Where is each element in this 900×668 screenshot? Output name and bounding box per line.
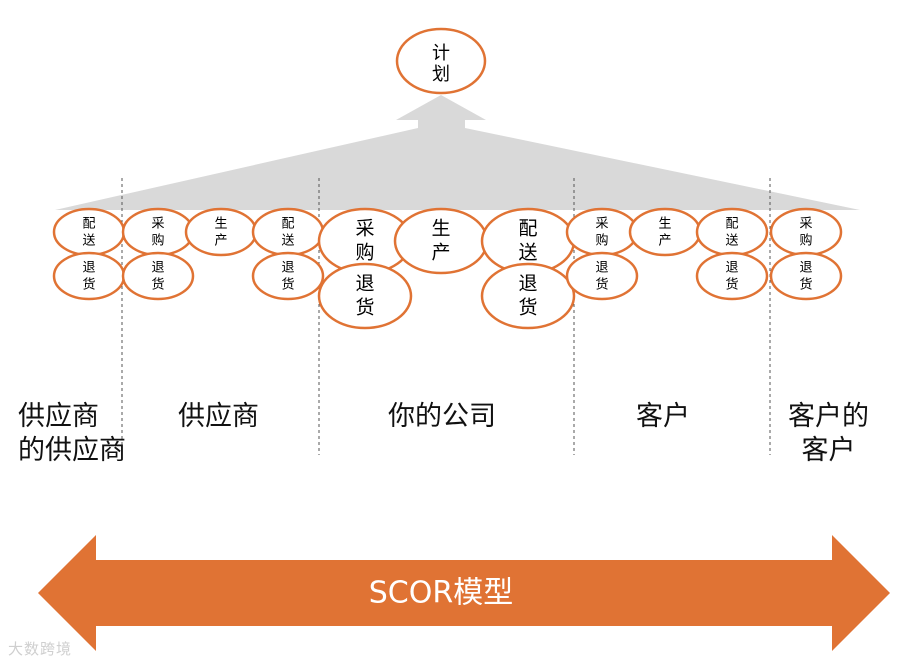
- svg-text:退: 退: [151, 261, 164, 276]
- svg-text:产: 产: [214, 234, 227, 249]
- svg-text:生: 生: [431, 218, 450, 240]
- svg-text:货: 货: [281, 277, 294, 293]
- zone-supplier-of-supplier: 供应商 的供应商: [18, 400, 126, 468]
- svg-text:配: 配: [518, 218, 537, 240]
- svg-text:退: 退: [281, 261, 294, 276]
- svg-text:送: 送: [518, 242, 537, 264]
- svg-text:购: 购: [595, 233, 608, 249]
- svg-text:生: 生: [658, 217, 671, 232]
- plan-char-2: 划: [432, 64, 450, 85]
- node-return: 退 货: [52, 251, 126, 301]
- svg-text:送: 送: [82, 234, 95, 249]
- node-source: 采 购: [565, 207, 639, 257]
- plan-char-1: 计: [432, 43, 450, 64]
- svg-text:货: 货: [355, 297, 374, 319]
- zone-customer: 客户: [636, 401, 690, 432]
- svg-text:采: 采: [595, 217, 608, 232]
- node-return: 退 货: [695, 251, 769, 301]
- svg-text:采: 采: [151, 217, 164, 232]
- zone-line: 客户: [801, 435, 856, 466]
- node-return: 退 货: [317, 262, 413, 330]
- node-return: 退 货: [480, 262, 576, 330]
- svg-text:配: 配: [281, 217, 294, 232]
- zone-line: 的供应商: [18, 435, 126, 466]
- node-return: 退 货: [565, 251, 639, 301]
- svg-text:送: 送: [725, 234, 738, 249]
- svg-text:货: 货: [151, 277, 164, 293]
- svg-text:退: 退: [725, 261, 738, 276]
- node-source: 采 购: [769, 207, 843, 257]
- watermark: 大数跨境: [8, 640, 73, 658]
- node-return: 退 货: [769, 251, 843, 301]
- node-make: 生 产: [184, 207, 258, 257]
- node-make: 生 产: [628, 207, 702, 257]
- svg-text:退: 退: [518, 273, 537, 295]
- plan-node: 计 划: [395, 27, 487, 95]
- svg-text:货: 货: [725, 277, 738, 293]
- svg-text:退: 退: [799, 261, 812, 276]
- node-return: 退 货: [121, 251, 195, 301]
- svg-text:货: 货: [799, 277, 812, 293]
- svg-text:送: 送: [281, 234, 294, 249]
- node-return: 退 货: [251, 251, 325, 301]
- zone-your-company: 你的公司: [388, 401, 496, 432]
- svg-text:生: 生: [214, 217, 227, 232]
- svg-text:采: 采: [355, 218, 374, 240]
- node-deliver: 配 送: [695, 207, 769, 257]
- svg-text:退: 退: [595, 261, 608, 276]
- zone-line: 客户的: [788, 401, 869, 432]
- node-make: 生 产: [393, 207, 489, 275]
- scor-double-arrow: [38, 535, 890, 651]
- svg-text:货: 货: [518, 297, 537, 319]
- plan-roof-arrow: [55, 95, 860, 210]
- svg-text:采: 采: [799, 217, 812, 232]
- svg-text:购: 购: [355, 242, 374, 264]
- zone-supplier: 供应商: [178, 401, 259, 432]
- svg-text:购: 购: [151, 233, 164, 249]
- banner-label: SCOR模型: [369, 576, 513, 611]
- svg-text:退: 退: [355, 273, 374, 295]
- svg-text:配: 配: [82, 217, 95, 232]
- zone-line: 供应商: [18, 401, 99, 432]
- zone-customer-of-customer: 客户的 客户: [788, 400, 869, 468]
- svg-text:货: 货: [82, 277, 95, 293]
- svg-text:退: 退: [82, 261, 95, 276]
- svg-text:货: 货: [595, 277, 608, 293]
- svg-text:产: 产: [658, 234, 671, 249]
- svg-text:购: 购: [799, 233, 812, 249]
- node-source: 采 购: [121, 207, 195, 257]
- node-deliver: 配 送: [251, 207, 325, 257]
- svg-text:配: 配: [725, 217, 738, 232]
- svg-text:产: 产: [431, 242, 450, 264]
- node-deliver: 配 送: [52, 207, 126, 257]
